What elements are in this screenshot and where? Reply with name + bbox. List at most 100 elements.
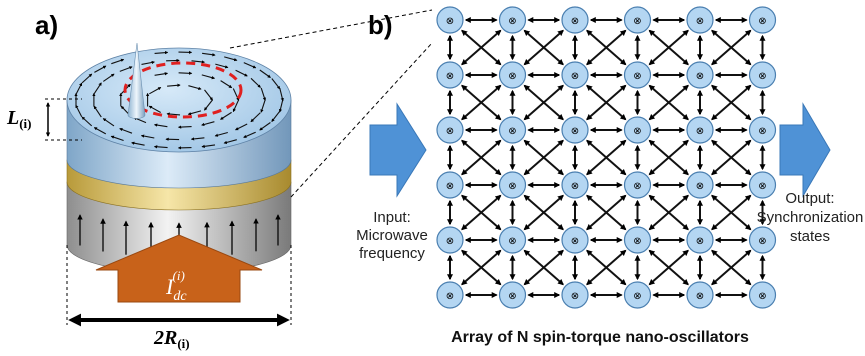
oscillator-node: ⊗: [436, 226, 464, 254]
vortex-arrow: [110, 135, 124, 142]
oscillator-node: ⊗: [748, 61, 777, 89]
coupling-link: [461, 249, 502, 286]
vortex-arrow: [232, 99, 240, 113]
oscillator-node: ⊗: [436, 116, 464, 144]
coupling-link: [586, 194, 627, 231]
node-symbol: ⊗: [571, 16, 579, 27]
oscillator-pillar: [66, 42, 292, 274]
oscillator-node: ⊗: [686, 171, 714, 199]
zoom-line-top: [229, 9, 433, 49]
oscillator-node: ⊗: [623, 171, 652, 199]
vortex-core-cone: [127, 42, 146, 119]
vortex-arrow: [154, 72, 169, 76]
node-symbol: ⊗: [571, 71, 579, 82]
oscillator-node: ⊗: [748, 281, 777, 309]
free-layer-top: [66, 47, 292, 153]
node-symbol: ⊗: [758, 126, 766, 137]
vortex-arrow: [215, 63, 229, 69]
array-caption: Array of N spin-torque nano-oscillators: [451, 329, 749, 346]
thickness-symbol: L: [6, 107, 19, 129]
vortex-arrow: [75, 82, 83, 96]
input-arrow: [369, 102, 427, 198]
coupling-link: [648, 84, 689, 121]
vortex-arrow: [235, 69, 248, 77]
vortex-arrow: [81, 73, 93, 84]
oscillator-node: ⊗: [561, 6, 589, 34]
vortex-arrow: [93, 105, 102, 118]
vortex-arrow: [153, 123, 168, 128]
coupling-link: [523, 29, 564, 66]
oscillator-node: ⊗: [561, 226, 589, 254]
node-symbol: ⊗: [758, 236, 766, 247]
oscillator-node: ⊗: [561, 281, 589, 309]
vortex-arrow: [243, 131, 256, 138]
radius-dimension: 2R(i): [66, 245, 292, 351]
node-symbol: ⊗: [508, 181, 516, 192]
vortex-arrow: [188, 85, 202, 91]
oscillator-node: ⊗: [623, 61, 652, 89]
vortex-arrow: [102, 118, 115, 127]
node-symbol: ⊗: [571, 236, 579, 247]
vortex-arrow: [140, 134, 155, 139]
node-symbol: ⊗: [696, 71, 704, 82]
oscillator-node: ⊗: [748, 226, 777, 254]
thickness-index: (i): [19, 116, 31, 131]
vortex-arrow: [187, 110, 202, 116]
vortex-arrow: [250, 112, 261, 123]
vortex-arrow: [177, 125, 192, 129]
oscillator-node: ⊗: [686, 226, 714, 254]
oscillator-node: ⊗: [561, 116, 589, 144]
node-symbol: ⊗: [508, 291, 516, 302]
coupling-link: [461, 84, 502, 121]
coupling-link: [711, 139, 752, 176]
node-symbol: ⊗: [446, 291, 454, 302]
current-superscript: (i): [173, 268, 185, 283]
input-label-line2: Microwave: [356, 227, 428, 244]
coupling-link: [586, 249, 627, 286]
vortex-arrow: [111, 58, 125, 65]
oscillator-node: ⊗: [686, 281, 714, 309]
coupling-link: [711, 29, 752, 66]
vortex-arrow: [102, 73, 115, 82]
node-symbol: ⊗: [758, 16, 766, 27]
vortex-arrow: [232, 88, 240, 101]
coupling-link: [711, 194, 752, 231]
node-symbol: ⊗: [446, 126, 454, 137]
node-symbol: ⊗: [508, 16, 516, 27]
node-symbol: ⊗: [633, 236, 641, 247]
vortex-arrow: [202, 52, 216, 57]
coupling-link: [586, 139, 627, 176]
vortex-arrow: [259, 122, 271, 131]
vortex-arrow: [260, 87, 266, 101]
oscillator-node: ⊗: [623, 281, 652, 309]
vortex-arrow: [154, 50, 169, 55]
oscillator-node: ⊗: [623, 6, 652, 34]
oscillator-node: ⊗: [748, 6, 777, 34]
oscillator-node: ⊗: [748, 116, 777, 144]
coupling-link: [461, 29, 502, 66]
node-symbol: ⊗: [446, 236, 454, 247]
current-symbol: I: [165, 274, 175, 299]
node-symbol: ⊗: [508, 126, 516, 137]
vortex-core-orbit: [123, 61, 243, 119]
vortex-arrow: [201, 121, 215, 127]
input-label-line1: Input:: [373, 209, 411, 226]
coupling-link: [523, 139, 564, 176]
coupling-link: [711, 84, 752, 121]
node-symbol: ⊗: [758, 181, 766, 192]
node-symbol: ⊗: [446, 16, 454, 27]
oscillator-node: ⊗: [561, 61, 589, 89]
vortex-arrow: [201, 144, 216, 148]
current-subscript: dc: [173, 289, 187, 304]
oscillator-node: ⊗: [498, 281, 527, 309]
svg-text:2R(i): 2R(i): [153, 327, 190, 351]
vortex-arrow: [204, 99, 213, 111]
node-symbol: ⊗: [758, 71, 766, 82]
coupling-link: [586, 29, 627, 66]
oscillator-node: ⊗: [498, 6, 527, 34]
vortex-arrow: [271, 78, 281, 90]
coupling-link: [461, 194, 502, 231]
vortex-arrow: [223, 139, 237, 145]
output-arrow: [779, 102, 831, 198]
